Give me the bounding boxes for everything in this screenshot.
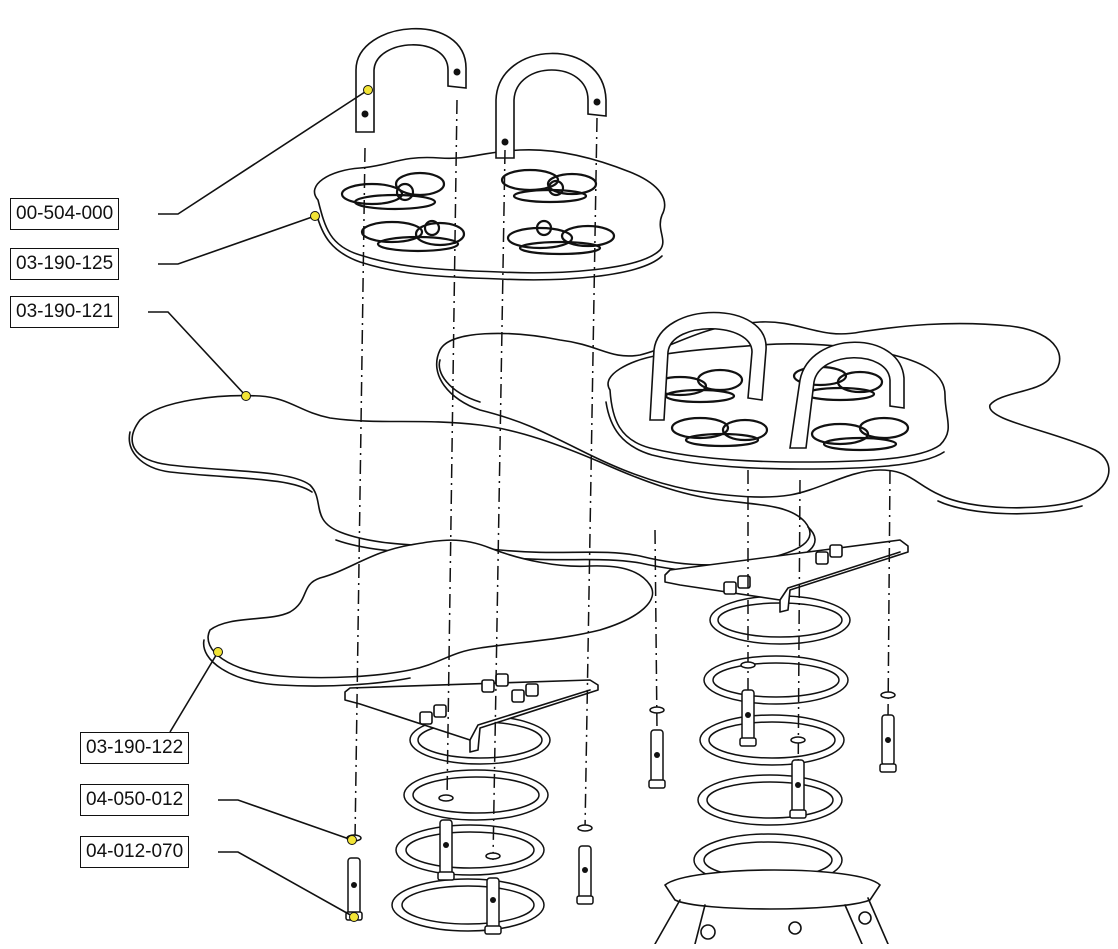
part-label-04-050-012[interactable]: 04-050-012 [80,784,190,816]
top-plate [313,148,666,274]
left-bracket [344,679,599,753]
leader-03-190-122 [169,651,219,733]
part-label-03-190-122[interactable]: 03-190-122 [80,732,190,764]
handle-right [495,52,607,159]
leader-03-190-121 [148,311,247,397]
callout-dot [363,85,373,95]
base-stand [664,869,881,910]
lower-platform [207,539,654,679]
bolt-group [345,661,897,935]
part-label-00-504-000[interactable]: 00-504-000 [10,198,120,230]
leader-00-504-000 [158,89,369,215]
leader-04-012-070 [218,851,355,918]
part-label-03-190-125[interactable]: 03-190-125 [10,248,120,280]
callout-dot [347,835,357,845]
handle-installed-right [789,341,905,449]
callout-dot [213,647,223,657]
callout-dot [349,912,359,922]
leader-03-190-125 [158,215,316,265]
leader-04-050-012 [218,799,353,841]
callout-dot [310,211,320,221]
callout-dot [241,391,251,401]
part-label-03-190-121[interactable]: 03-190-121 [10,296,120,328]
handle-left [355,27,467,133]
handle-installed-left [649,311,767,421]
right-bracket [664,539,909,613]
part-label-04-012-070[interactable]: 04-012-070 [80,836,190,868]
